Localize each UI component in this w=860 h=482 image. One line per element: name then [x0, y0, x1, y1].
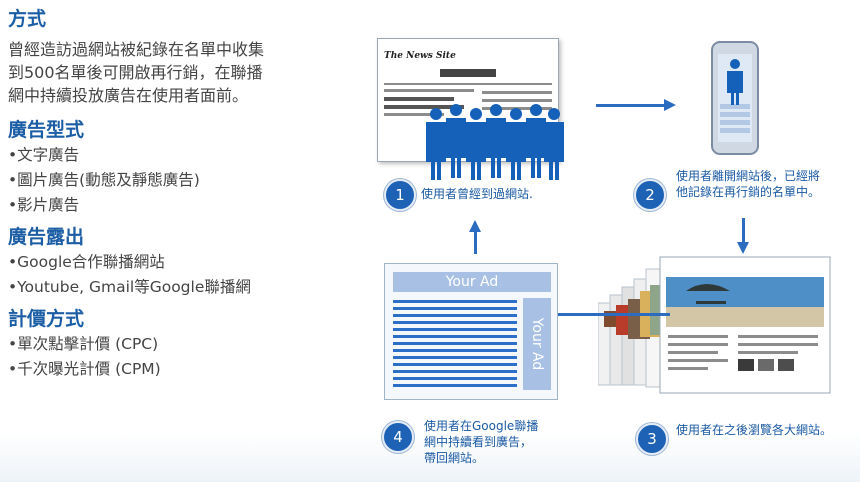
heading-pricing: 計價方式	[8, 308, 85, 330]
ad-connector-line	[540, 313, 670, 316]
ad-side-label: Your Ad	[529, 317, 545, 371]
arrow-up-head	[469, 220, 481, 232]
news-text-bar	[482, 99, 552, 102]
step-1-badge: 1	[384, 179, 416, 211]
step-4-line-3: 帶回網站。	[424, 451, 485, 465]
method-line-3: 網中持續投放廣告在使用者面前。	[8, 86, 249, 105]
content-line	[393, 349, 517, 352]
content-line	[393, 335, 517, 338]
background-strip	[0, 432, 860, 482]
news-text-bar	[384, 113, 444, 116]
ad-layout-illustration: Your Ad Your Ad	[384, 263, 558, 400]
content-line	[393, 342, 517, 345]
content-line	[393, 363, 517, 366]
content-line	[393, 314, 517, 317]
step-2-line-1: 使用者離開網站後，已經將	[676, 169, 821, 183]
step-4-line-1: 使用者在Google聯播	[424, 419, 539, 433]
info-column: 方式 曾經造訪過網站被紀錄在名單中收集 到500名單後可開啟再行銷，在聯播 網中…	[8, 6, 338, 382]
content-line	[393, 328, 517, 331]
exposure-item: •Youtube, Gmail等Google聯播網	[8, 278, 251, 296]
arrow-right	[596, 104, 666, 107]
ad-type-item: •影片廣告	[8, 196, 80, 214]
content-line	[393, 377, 517, 380]
step-4-caption: 使用者在Google聯播 網中持續看到廣告， 帶回網站。	[424, 418, 538, 466]
method-line-1: 曾經造訪過網站被紀錄在名單中收集	[8, 40, 265, 59]
step-3-caption: 使用者在之後瀏覽各大網站。	[676, 423, 833, 437]
step-4-badge: 4	[382, 421, 414, 453]
content-line	[393, 370, 517, 373]
news-site-brand: The News Site	[384, 51, 456, 61]
ad-side-banner: Your Ad	[523, 298, 551, 390]
arrow-down	[742, 218, 745, 244]
news-text-bar	[482, 91, 552, 94]
step-2-badge: 2	[634, 179, 666, 211]
heading-ad-types: 廣告型式	[8, 119, 85, 141]
method-description: 曾經造訪過網站被紀錄在名單中收集 到500名單後可開啟再行銷，在聯播 網中持續投…	[8, 38, 338, 107]
content-line	[393, 321, 517, 324]
news-text-bar	[384, 97, 454, 101]
news-rule	[384, 83, 552, 85]
heading-ad-exposure: 廣告露出	[8, 226, 85, 248]
phone-list-icon	[711, 41, 759, 155]
step-3-badge: 3	[636, 423, 668, 455]
news-text-bar	[384, 89, 474, 92]
exposure-item: •Google合作聯播網站	[8, 253, 165, 271]
content-line	[393, 307, 517, 310]
step-4-line-2: 網中持續看到廣告，	[424, 435, 533, 449]
news-headline-bar	[440, 69, 496, 77]
pricing-item: •千次曝光計價 (CPM)	[8, 360, 161, 378]
ad-top-banner: Your Ad	[393, 272, 551, 292]
ad-type-item: •文字廣告	[8, 146, 80, 164]
news-text-bar	[384, 105, 464, 109]
content-line	[393, 384, 517, 387]
websites-stack-icon	[598, 256, 831, 394]
crowd-icon	[426, 104, 564, 180]
heading-method: 方式	[8, 8, 47, 30]
arrow-down-head	[737, 242, 749, 254]
method-line-2: 到500名單後可開啟再行銷，在聯播	[8, 63, 263, 82]
content-line	[393, 300, 517, 303]
step-2-caption: 使用者離開網站後，已經將 他記錄在再行銷的名單中。	[676, 168, 820, 200]
step-1-caption: 使用者曾經到過網站.	[421, 187, 533, 201]
content-line	[393, 356, 517, 359]
pricing-item: •單次點擊計價 (CPC)	[8, 335, 159, 353]
ad-type-item: •圖片廣告(動態及靜態廣告)	[8, 171, 200, 189]
arrow-up	[474, 232, 477, 254]
arrow-right-head	[664, 99, 676, 111]
step-2-line-2: 他記錄在再行銷的名單中。	[676, 185, 821, 199]
